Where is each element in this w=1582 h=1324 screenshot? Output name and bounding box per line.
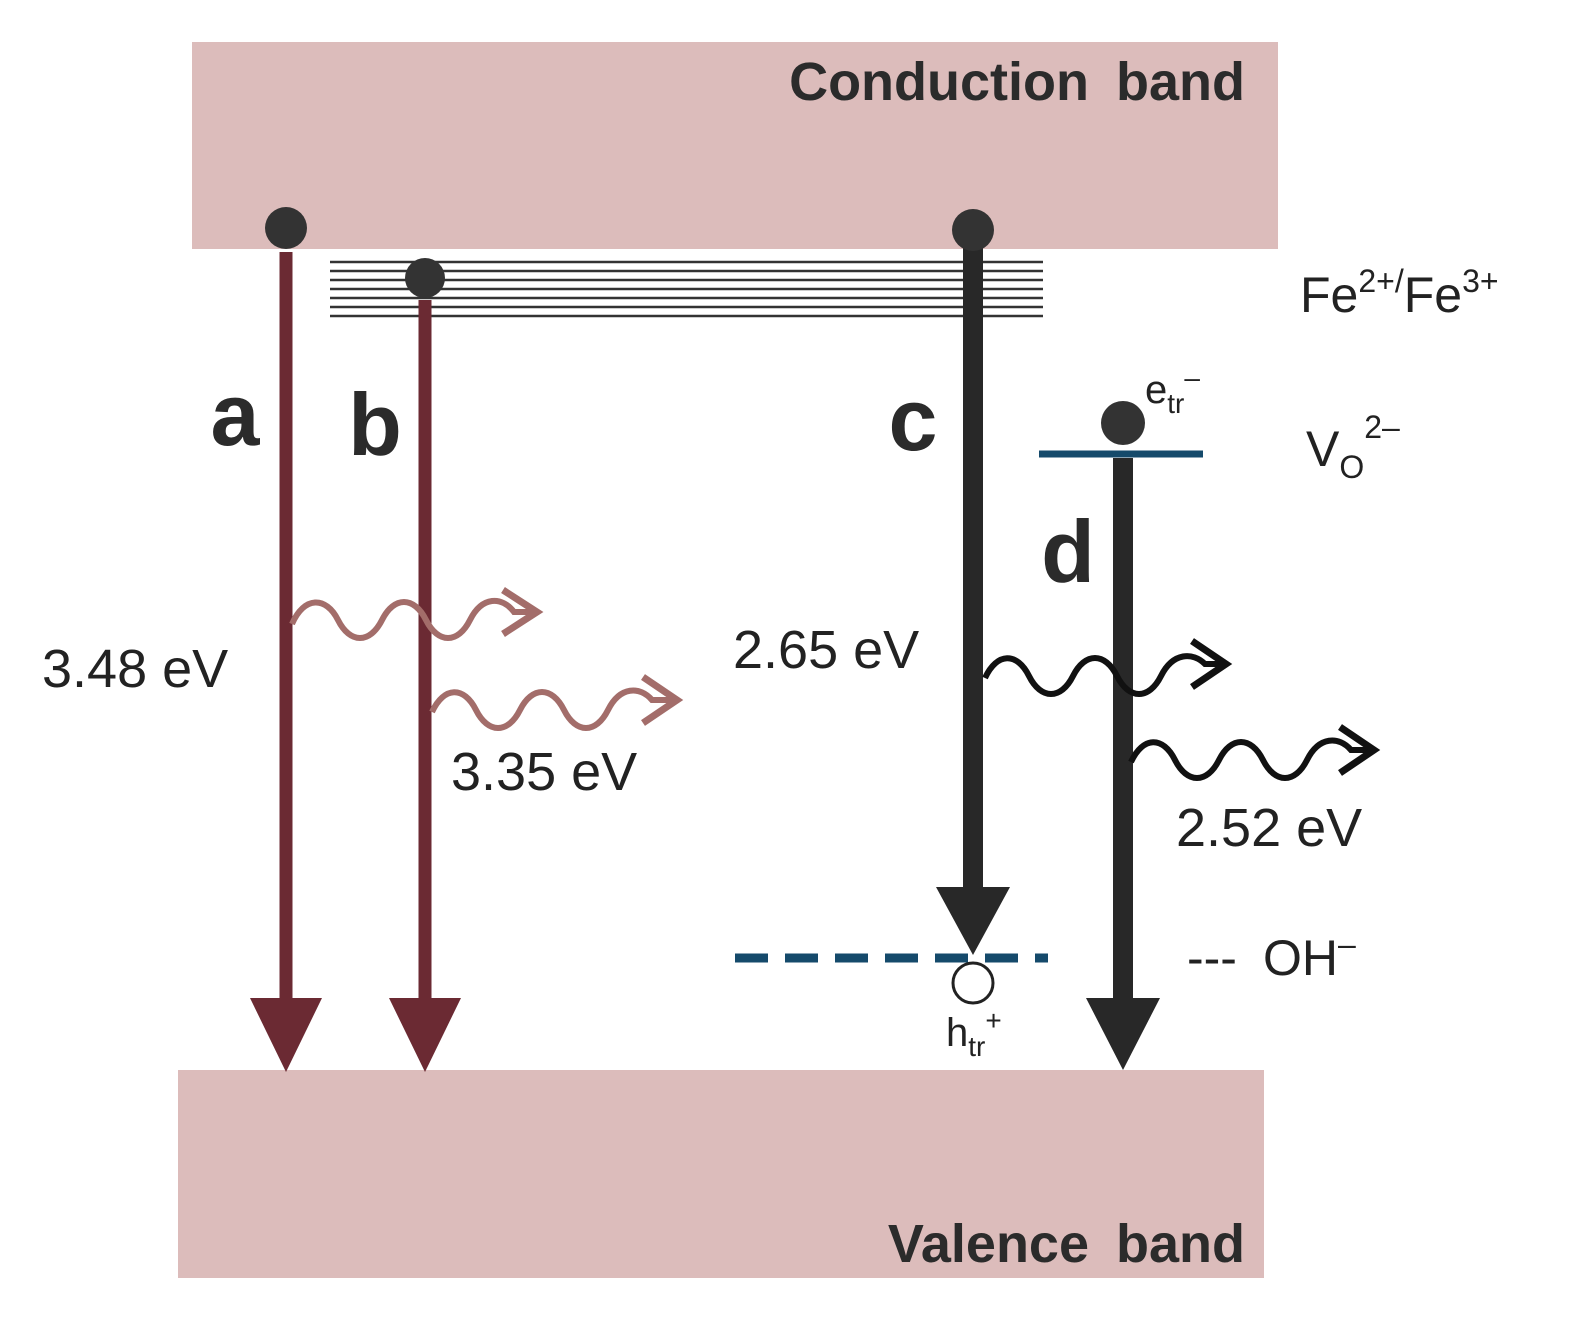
- electron-b: [405, 258, 445, 298]
- valence-band-label: Valence band: [888, 1214, 1245, 1274]
- oh-level-label: ---OH–: [1187, 926, 1356, 986]
- energy-c-label: 2.65 eV: [733, 620, 919, 680]
- arrow-a-head: [250, 998, 322, 1072]
- energy-d-label: 2.52 eV: [1176, 798, 1362, 858]
- energy-b-label: 3.35 eV: [451, 742, 637, 802]
- trapped-electron-label: etr–: [1145, 362, 1200, 419]
- fe-trap-level-lines: [330, 260, 1043, 318]
- emission-wave-c: [982, 653, 1226, 697]
- electron-d-trapped: [1101, 401, 1145, 445]
- emission-wave-a: [289, 597, 537, 641]
- transition-a-label: a: [211, 365, 261, 464]
- arrow-c-head: [936, 887, 1010, 955]
- emission-wave-b: [429, 687, 677, 731]
- trapped-hole-label: htr+: [946, 1005, 1002, 1062]
- valence-band: [178, 1070, 1264, 1278]
- emission-wave-d-arrowhead: [1338, 724, 1381, 776]
- electron-c: [952, 209, 994, 251]
- conduction-band: [192, 42, 1278, 249]
- transition-b-label: b: [348, 375, 402, 474]
- conduction-band-label: Conduction band: [789, 52, 1245, 112]
- vo-level-label: VO2–: [1306, 409, 1400, 485]
- emission-wave-d: [1128, 737, 1374, 781]
- arrow-d-head: [1086, 998, 1160, 1070]
- emission-wave-b-arrowhead: [641, 674, 684, 726]
- emission-wave-c-arrowhead: [1190, 638, 1233, 690]
- transition-c-label: c: [889, 370, 938, 469]
- arrow-b-head: [389, 998, 461, 1072]
- transition-d-label: d: [1041, 502, 1095, 601]
- emission-wave-a-arrowhead: [501, 587, 544, 637]
- hole-trapped: [951, 961, 995, 1005]
- fe-level-label: Fe2+/Fe3+: [1300, 263, 1499, 323]
- electron-a: [265, 207, 307, 249]
- energy-a-label: 3.48 eV: [42, 639, 228, 699]
